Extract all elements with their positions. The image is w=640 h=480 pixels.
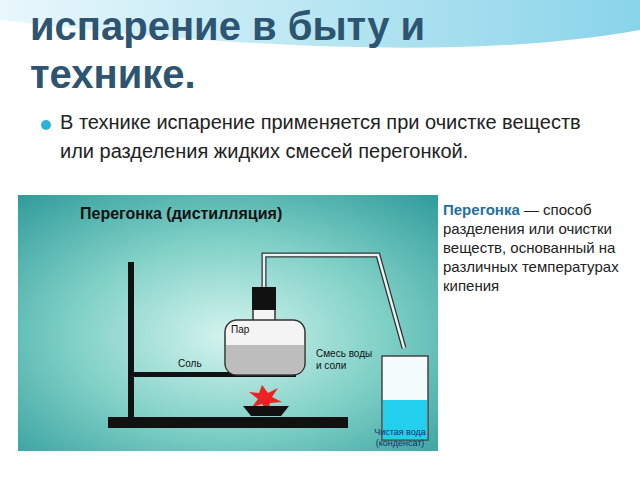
flask-body: [225, 320, 305, 375]
salt-label: Соль: [178, 358, 218, 370]
vapour-label: Пар: [231, 324, 271, 336]
condensate-label: Чистая вода (конденсат): [364, 427, 436, 449]
term-word: Перегонка: [443, 201, 520, 218]
stand-base: [108, 417, 348, 428]
salt-water: [226, 345, 304, 374]
definition-text: Перегонка — способ разделения или очистк…: [443, 200, 633, 295]
burner: [243, 406, 289, 416]
picture-ground: [18, 195, 438, 451]
slide-title: испарение в быту и технике.: [30, 2, 590, 98]
bullet-text: В технике испарение применяется при очис…: [60, 108, 600, 166]
stopper: [252, 287, 276, 310]
mixture-label: Смесь воды и соли: [316, 348, 378, 372]
bullet-dot: [41, 120, 51, 130]
picture-title: Перегонка (дистилляция): [80, 205, 340, 223]
stand-rod: [128, 262, 134, 418]
